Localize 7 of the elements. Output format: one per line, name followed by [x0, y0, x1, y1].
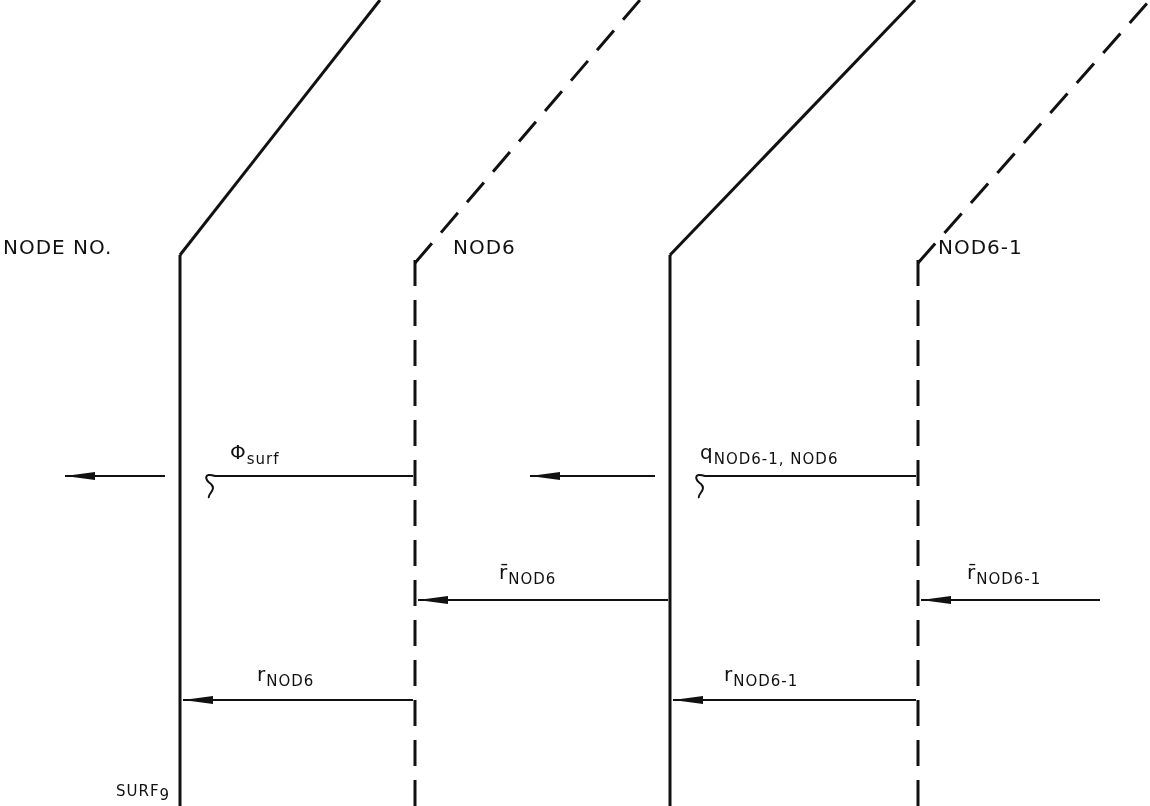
flux-arrow — [417, 596, 669, 604]
node-label: NOD6-1 — [938, 235, 1023, 259]
flux-arrow — [920, 596, 1101, 604]
flux-arrow — [672, 696, 917, 704]
node-label: NODE NO. — [3, 235, 113, 259]
node-label: NOD6 — [453, 235, 516, 259]
flux-arrow — [182, 696, 414, 704]
